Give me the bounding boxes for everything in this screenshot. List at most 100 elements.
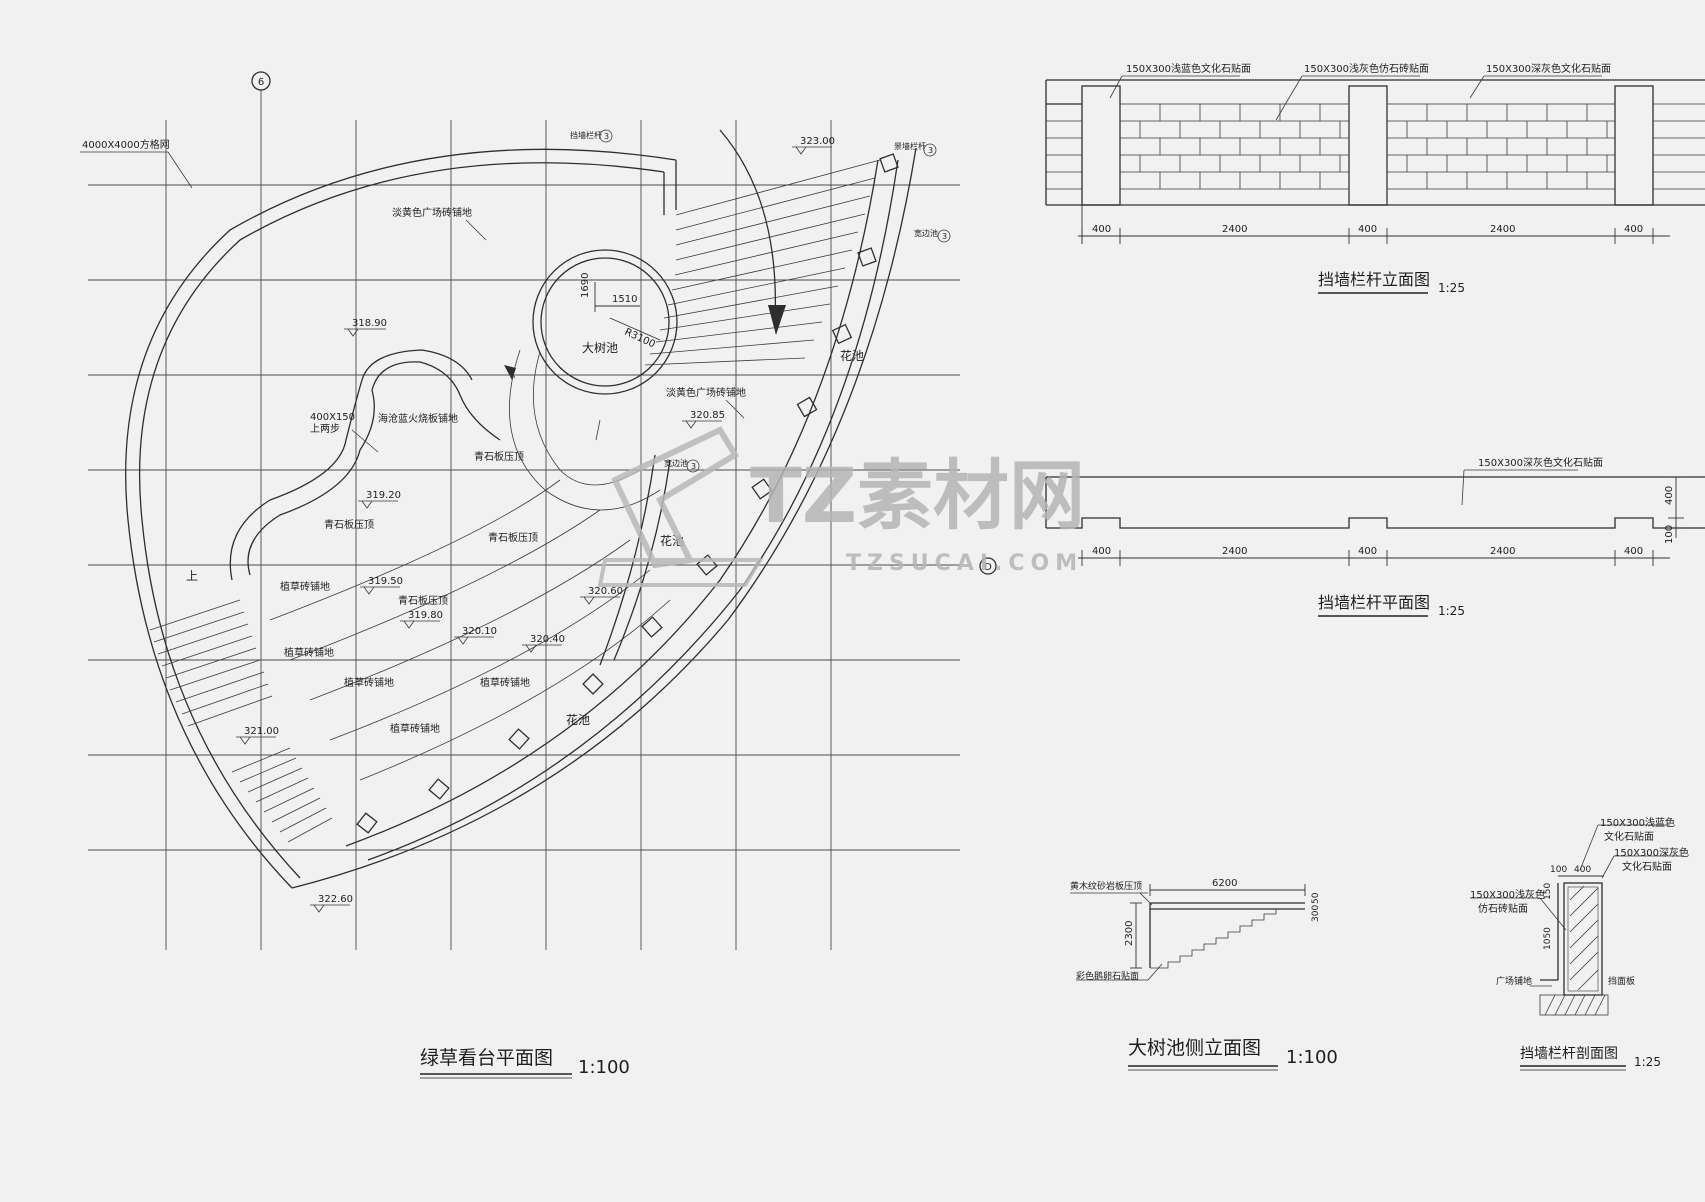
svg-text:1:25: 1:25: [1438, 604, 1465, 618]
svg-text:挡墙栏杆: 挡墙栏杆: [570, 130, 602, 140]
svg-text:文化石贴面: 文化石贴面: [1622, 860, 1672, 873]
svg-text:400X150: 400X150: [310, 412, 355, 423]
svg-text:300: 300: [1311, 905, 1321, 922]
rail-elevation: 150X300浅蓝色文化石贴面 150X300浅灰色仿石砖贴面 150X300深…: [1045, 62, 1705, 295]
svg-text:6: 6: [258, 77, 264, 88]
svg-text:150X300浅灰色仿石砖贴面: 150X300浅灰色仿石砖贴面: [1304, 62, 1429, 75]
svg-text:淡黄色广场砖铺地: 淡黄色广场砖铺地: [392, 206, 472, 219]
svg-text:2400: 2400: [1222, 224, 1247, 235]
svg-text:大树池: 大树池: [582, 340, 618, 355]
svg-text:400: 400: [1358, 546, 1377, 557]
svg-text:1050: 1050: [1543, 927, 1553, 950]
svg-text:挡墙栏杆平面图: 挡墙栏杆平面图: [1318, 593, 1430, 612]
svg-text:400: 400: [1664, 486, 1675, 505]
svg-text:319.50: 319.50: [368, 576, 403, 587]
svg-text:319.80: 319.80: [408, 610, 443, 621]
svg-text:植草砖铺地: 植草砖铺地: [344, 676, 394, 689]
elev-321-00: 321.00: [236, 726, 279, 745]
svg-text:花池: 花池: [840, 348, 864, 363]
svg-text:400: 400: [1092, 546, 1111, 557]
svg-text:植草砖铺地: 植草砖铺地: [480, 676, 530, 689]
svg-text:1:25: 1:25: [1438, 281, 1465, 295]
svg-text:植草砖铺地: 植草砖铺地: [280, 580, 330, 593]
svg-text:上: 上: [186, 569, 198, 583]
svg-text:150: 150: [1543, 883, 1553, 900]
svg-text:400: 400: [1092, 224, 1111, 235]
svg-text:1690: 1690: [580, 273, 591, 298]
svg-text:150X300深灰色文化石贴面: 150X300深灰色文化石贴面: [1486, 62, 1611, 75]
svg-text:R3100: R3100: [623, 327, 657, 351]
elev-319-20: 319.20: [358, 490, 401, 509]
svg-text:318.90: 318.90: [352, 318, 387, 329]
svg-text:黄木纹砂岩板压顶: 黄木纹砂岩板压顶: [1070, 880, 1142, 892]
svg-text:150X300深灰色: 150X300深灰色: [1614, 846, 1689, 859]
svg-text:海沧蓝火烧板铺地: 海沧蓝火烧板铺地: [378, 412, 458, 425]
elev-323-00: 323.00: [792, 136, 835, 155]
elev-320-40: 320.40: [522, 634, 565, 653]
svg-text:挡墙栏杆剖面图: 挡墙栏杆剖面图: [1520, 1046, 1618, 1062]
svg-text:挡墙栏杆立面图: 挡墙栏杆立面图: [1318, 270, 1430, 289]
svg-text:150X300浅蓝色: 150X300浅蓝色: [1600, 816, 1675, 829]
svg-text:上两步: 上两步: [310, 423, 340, 435]
svg-text:文化石贴面: 文化石贴面: [1604, 830, 1654, 843]
svg-text:6200: 6200: [1212, 878, 1237, 889]
svg-text:400: 400: [1624, 546, 1643, 557]
svg-text:3: 3: [604, 132, 609, 141]
plan-labels: 淡黄色广场砖铺地 淡黄色广场砖铺地 海沧蓝火烧板铺地 400X150 上两步 青…: [186, 129, 997, 735]
svg-text:彩色鹅卵石贴面: 彩色鹅卵石贴面: [1076, 970, 1139, 982]
plan-title-block: 绿草看台平面图 1:100: [420, 1047, 630, 1079]
grid-note: 4000X4000方格网: [80, 138, 193, 189]
svg-text:321.00: 321.00: [244, 726, 279, 737]
svg-text:淡黄色广场砖铺地: 淡黄色广场砖铺地: [666, 386, 746, 399]
svg-text:320.10: 320.10: [462, 626, 497, 637]
svg-text:2400: 2400: [1490, 546, 1515, 557]
svg-text:2400: 2400: [1490, 224, 1515, 235]
tree-pool-dims: 1690 1510 R3100 大树池: [580, 273, 661, 355]
plan-outline: [125, 129, 917, 889]
svg-text:花池: 花池: [566, 712, 590, 727]
svg-text:320.40: 320.40: [530, 634, 565, 645]
svg-text:TZSUCAI.COM: TZSUCAI.COM: [846, 551, 1083, 576]
svg-text:3: 3: [691, 462, 696, 471]
svg-text:150X300浅灰色: 150X300浅灰色: [1470, 888, 1545, 901]
svg-text:广场铺地: 广场铺地: [1496, 975, 1532, 987]
svg-text:150X300深灰色文化石贴面: 150X300深灰色文化石贴面: [1478, 456, 1603, 469]
elev-319-50: 319.50: [360, 576, 403, 595]
svg-text:1:100: 1:100: [578, 1057, 630, 1078]
svg-text:320.60: 320.60: [588, 586, 623, 597]
svg-text:TZ素材网: TZ素材网: [750, 451, 1085, 540]
svg-text:植草砖铺地: 植草砖铺地: [284, 646, 334, 659]
elev-322-60: 322.60: [310, 894, 353, 913]
svg-text:2300: 2300: [1124, 921, 1135, 946]
svg-text:320.85: 320.85: [690, 410, 725, 421]
svg-text:1:25: 1:25: [1634, 1055, 1661, 1069]
svg-text:大树池侧立面图: 大树池侧立面图: [1128, 1037, 1261, 1059]
svg-text:青石板压顶: 青石板压顶: [398, 594, 448, 607]
svg-text:青石板压顶: 青石板压顶: [488, 531, 538, 544]
svg-text:400: 400: [1574, 865, 1591, 875]
svg-text:100: 100: [1550, 865, 1567, 875]
svg-text:仿石砖贴面: 仿石砖贴面: [1478, 902, 1528, 915]
elev-320-10: 320.10: [454, 626, 497, 645]
svg-text:1510: 1510: [612, 294, 637, 305]
watermark: TZ素材网 TZSUCAI.COM: [597, 426, 1085, 587]
svg-text:3: 3: [928, 146, 933, 155]
svg-text:植草砖铺地: 植草砖铺地: [390, 722, 440, 735]
svg-text:青石板压顶: 青石板压顶: [474, 450, 524, 463]
svg-text:100: 100: [1664, 525, 1675, 544]
svg-text:D: D: [984, 562, 992, 573]
svg-text:50: 50: [1311, 892, 1321, 904]
elev-318-90: 318.90: [344, 318, 387, 337]
rail-plan-view: 150X300深灰色文化石贴面 400 2400 400 2400 400 40…: [1045, 456, 1705, 618]
elev-320-60: 320.60: [580, 586, 623, 605]
svg-text:150X300浅蓝色文化石贴面: 150X300浅蓝色文化石贴面: [1126, 62, 1251, 75]
svg-text:3: 3: [942, 232, 947, 241]
elev-319-80: 319.80: [400, 610, 443, 629]
svg-text:2400: 2400: [1222, 546, 1247, 557]
svg-text:绿草看台平面图: 绿草看台平面图: [420, 1047, 553, 1069]
rail-section: 100 400 150 1050 150X300浅蓝色 文化石贴面 150X30…: [1470, 816, 1689, 1071]
svg-text:322.60: 322.60: [318, 894, 353, 905]
svg-text:323.00: 323.00: [800, 136, 835, 147]
elev-320-85: 320.85: [682, 410, 725, 429]
